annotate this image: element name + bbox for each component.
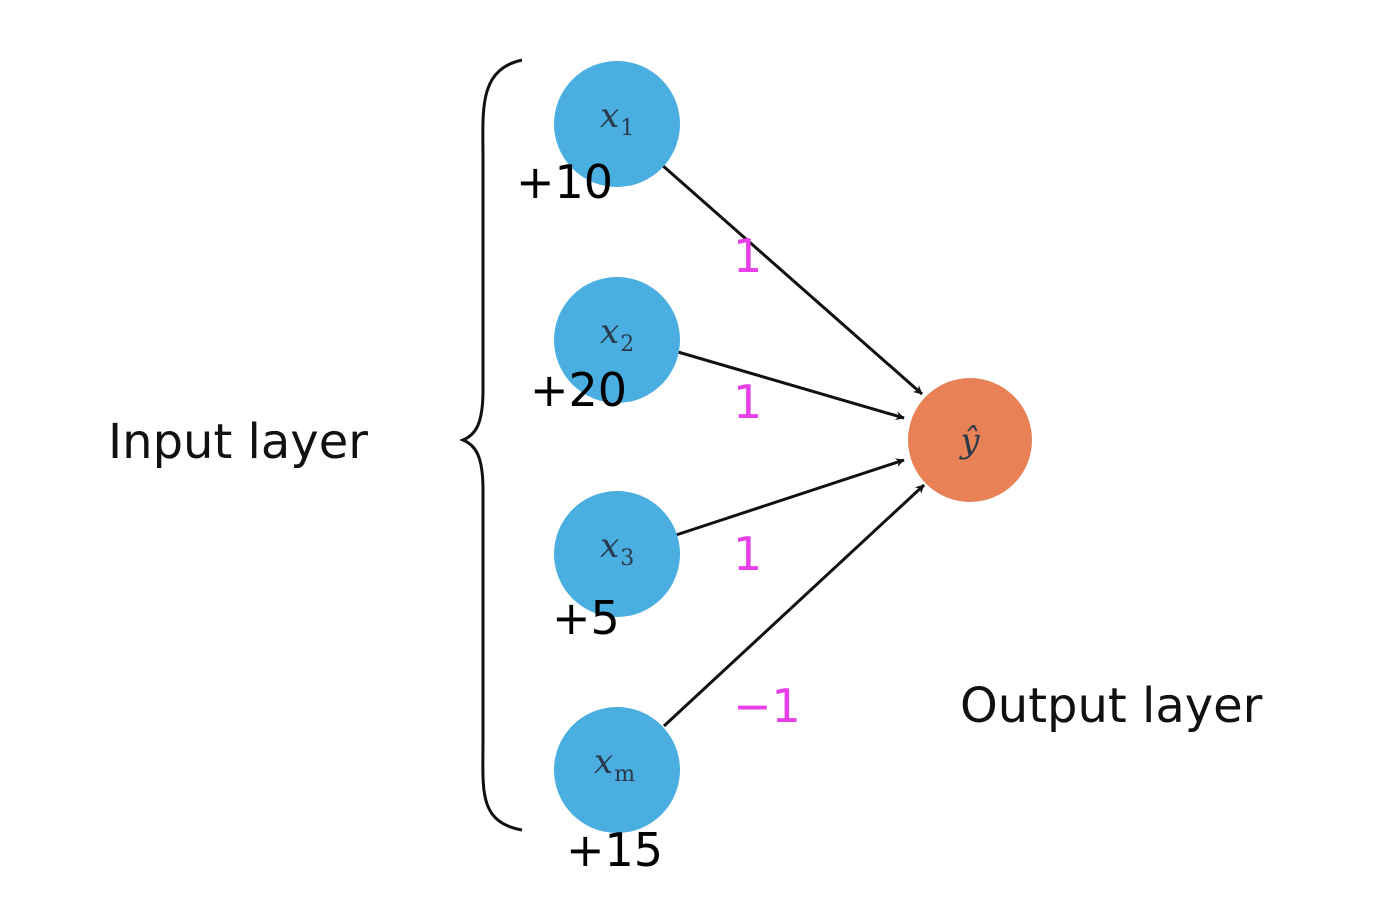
input-value-x3: +5	[552, 591, 620, 645]
edge-x1-to-output	[661, 163, 923, 396]
edge-xm-to-output	[662, 483, 926, 728]
input-node-xm: xm	[554, 707, 680, 833]
svg-text:x3: x3	[600, 526, 634, 571]
svg-text:xm: xm	[594, 742, 635, 787]
svg-text:x2: x2	[600, 312, 634, 357]
input-value-xm: +15	[566, 823, 663, 877]
output-node-yhat: ŷ	[908, 378, 1032, 502]
weight-x2: 1	[733, 375, 762, 429]
weight-x3: 1	[733, 527, 762, 581]
output-layer-label: Output layer	[960, 678, 1263, 734]
input-node-x1: x1	[554, 61, 680, 187]
input-value-x2: +20	[530, 363, 627, 417]
input-node-x2: x2	[554, 277, 680, 403]
edge-x3-to-output	[675, 458, 905, 537]
output-node-label: ŷ	[958, 421, 980, 461]
input-layer-label: Input layer	[108, 414, 368, 470]
input-layer-brace	[459, 58, 523, 832]
edge-x2-to-output	[677, 350, 905, 421]
svg-text:x1: x1	[600, 96, 634, 141]
weight-x1: 1	[733, 229, 762, 283]
weight-xm: −1	[733, 679, 801, 733]
input-value-x1: +10	[516, 155, 613, 209]
input-node-x3: x3	[554, 491, 680, 617]
